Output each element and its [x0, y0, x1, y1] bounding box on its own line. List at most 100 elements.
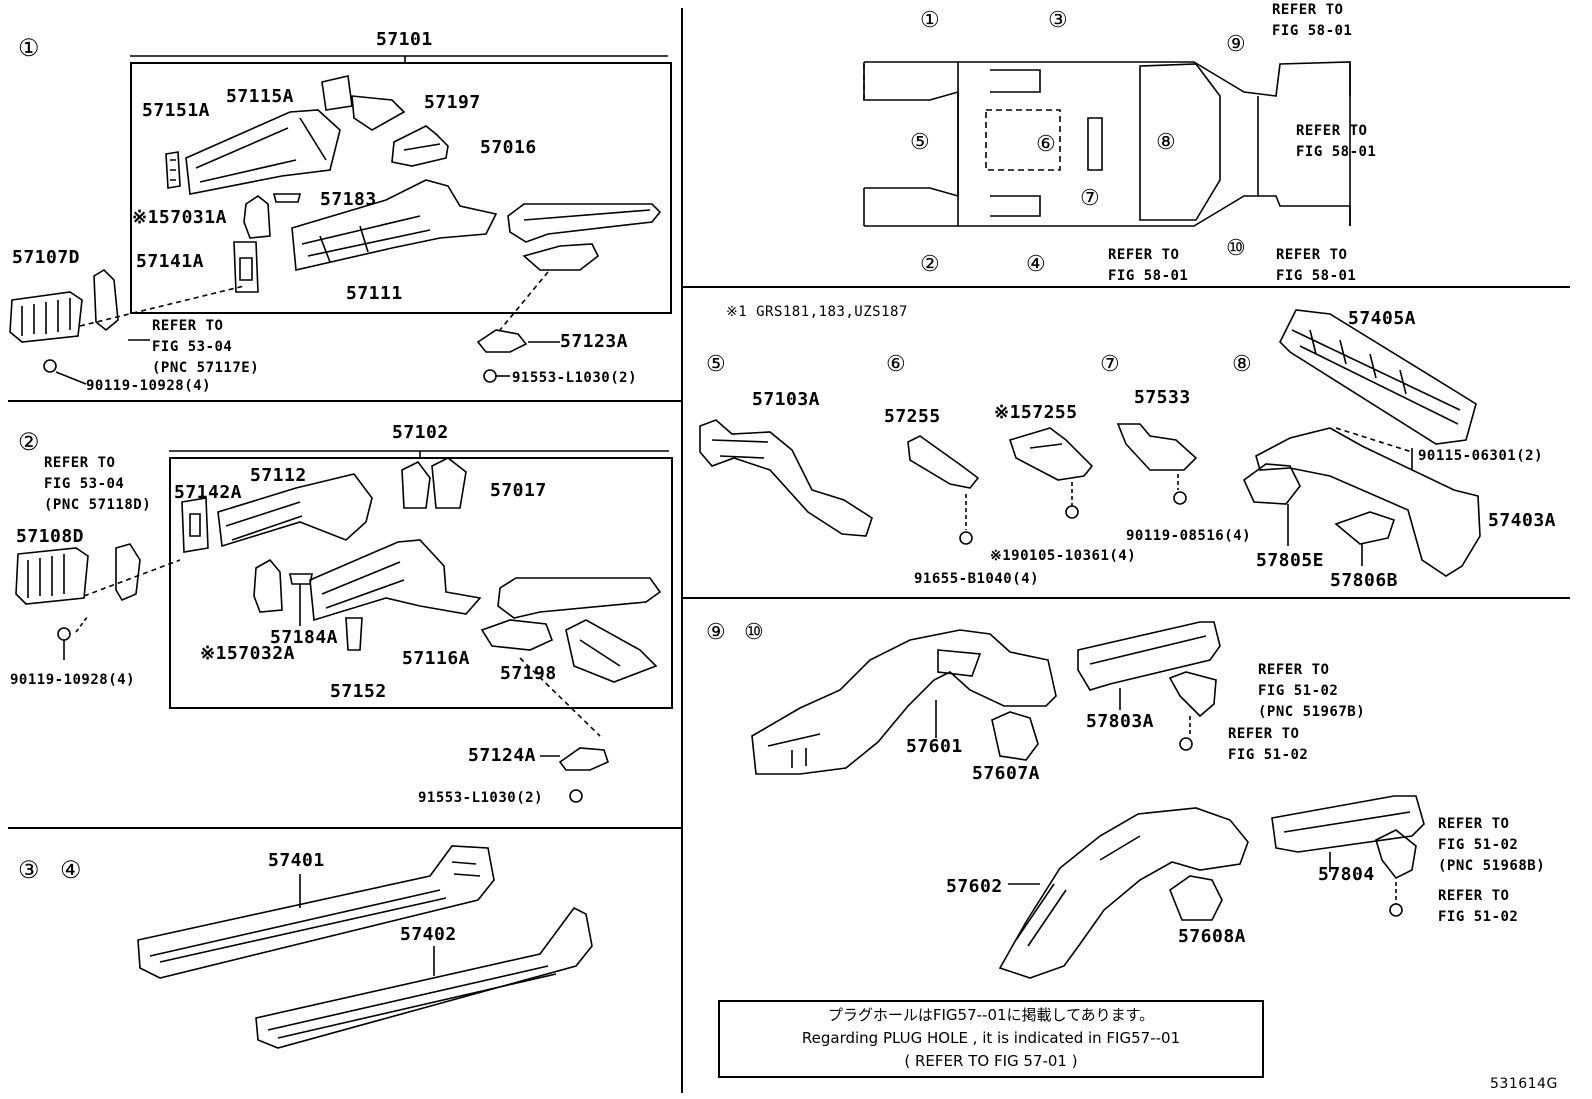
part-label-157032A[interactable]: ※157032A [200, 643, 295, 664]
bolt-90119-08516[interactable]: 90119-08516(4) [1126, 528, 1252, 544]
bolt-90119-10928-a[interactable]: 90119-10928(4) [86, 378, 212, 394]
part-label-157031A[interactable]: ※157031A [132, 207, 227, 228]
figure-code: 531614G [1490, 1076, 1558, 1092]
bolt-90115-06301[interactable]: 90115-06301(2) [1418, 448, 1544, 464]
part-label-57602[interactable]: 57602 [946, 876, 1003, 897]
part-57115A-shape [185, 109, 341, 195]
part-57017-shape [401, 457, 467, 509]
part-57806B-shape [1334, 511, 1396, 545]
part-label-57115A[interactable]: 57115A [226, 86, 295, 107]
refer-fig-58-01-b[interactable]: REFER TO FIG 58-01 [1296, 123, 1377, 160]
overview-marker-1: ① [920, 8, 940, 33]
part-label-57151A[interactable]: 57151A [142, 100, 211, 121]
mid-marker-8: ⑧ [1232, 352, 1252, 377]
refer-fig-53-04-a[interactable]: REFER TO FIG 53-04 (PNC 57117E) [152, 318, 260, 376]
refer-fig-58-01-a[interactable]: REFER TO FIG 58-01 [1272, 2, 1353, 39]
refer-fig-51-02-b[interactable]: REFER TO FIG 51-02 [1228, 726, 1309, 763]
overview-marker-7: ⑦ [1080, 186, 1100, 211]
part-label-57111[interactable]: 57111 [346, 283, 403, 304]
part-label-57184A[interactable]: 57184A [270, 627, 339, 648]
mid-marker-7: ⑦ [1100, 352, 1120, 377]
overview-marker-3: ③ [1048, 8, 1068, 33]
part-57533-shape [1116, 423, 1198, 471]
center-divider [681, 8, 683, 1093]
part-157255-shape [1008, 427, 1094, 481]
part-label-57601[interactable]: 57601 [906, 736, 963, 757]
divider-1-2 [8, 400, 681, 402]
part-label-57124A[interactable]: 57124A [468, 745, 537, 766]
overview-marker-10: ⑩ [1226, 236, 1246, 261]
part-57124A-shape [558, 747, 609, 771]
refer-fig-51-02-c[interactable]: REFER TO FIG 51-02 (PNC 51968B) [1438, 816, 1546, 874]
part-label-57803A[interactable]: 57803A [1086, 711, 1155, 732]
part-label-57806B[interactable]: 57806B [1330, 570, 1399, 591]
part-label-57198[interactable]: 57198 [500, 663, 557, 684]
refer-fig-51-02-d[interactable]: REFER TO FIG 51-02 [1438, 888, 1519, 925]
group-box-57102 [169, 457, 673, 709]
bolt-190105-10361[interactable]: ※190105-10361(4) [990, 548, 1137, 564]
part-label-57805E[interactable]: 57805E [1256, 550, 1325, 571]
notice-line-ref: ( REFER TO FIG 57-01 ) [904, 1052, 1078, 1070]
part-label-57197[interactable]: 57197 [424, 92, 481, 113]
overview-marker-8: ⑧ [1156, 130, 1176, 155]
part-label-57141A[interactable]: 57141A [136, 251, 205, 272]
part-label-57183[interactable]: 57183 [320, 189, 377, 210]
part-label-57402[interactable]: 57402 [400, 924, 457, 945]
part-label-57123A[interactable]: 57123A [560, 331, 629, 352]
part-57123A-shape [476, 329, 528, 353]
refer-fig-58-01-d[interactable]: REFER TO FIG 58-01 [1276, 247, 1357, 284]
divider-overview-mid [683, 286, 1570, 288]
part-label-57401[interactable]: 57401 [268, 850, 325, 871]
floor-overview-shape [863, 61, 1351, 227]
overview-marker-2: ② [920, 252, 940, 277]
overview-marker-6: ⑥ [1036, 132, 1056, 157]
part-label-57107D[interactable]: 57107D [12, 247, 81, 268]
part-rail2-shape [497, 577, 662, 619]
mid-marker-5: ⑤ [706, 352, 726, 377]
part-label-57101[interactable]: 57101 [376, 29, 433, 50]
part-57197-shape [321, 75, 406, 131]
part-label-57108D[interactable]: 57108D [16, 526, 85, 547]
part-label-57403A[interactable]: 57403A [1488, 510, 1557, 531]
part-57142A-shape [181, 497, 209, 553]
part-label-57608A[interactable]: 57608A [1178, 926, 1247, 947]
bolt-91655-B1040[interactable]: 91655-B1040(4) [914, 571, 1040, 587]
part-label-57102[interactable]: 57102 [392, 422, 449, 443]
part-57602-shape [998, 807, 1249, 979]
part-label-57255[interactable]: 57255 [884, 406, 941, 427]
part-label-57103A[interactable]: 57103A [752, 389, 821, 410]
part-label-57405A[interactable]: 57405A [1348, 308, 1417, 329]
part-57805E-shape [1243, 463, 1301, 505]
marker-3: ③ [18, 856, 40, 884]
overview-marker-4: ④ [1026, 252, 1046, 277]
part-label-57016[interactable]: 57016 [480, 137, 537, 158]
notice-line-jp: プラグホールはFIG57--01に掲載してあります。 [827, 1006, 1155, 1024]
part-bracket910b-shape [1375, 829, 1417, 880]
part-label-57017[interactable]: 57017 [490, 480, 547, 501]
part-bracket2-shape [480, 619, 554, 651]
part-label-57112[interactable]: 57112 [250, 465, 307, 486]
refer-fig-58-01-c[interactable]: REFER TO FIG 58-01 [1108, 247, 1189, 284]
refer-fig-53-04-b[interactable]: REFER TO FIG 53-04 (PNC 57118D) [44, 455, 152, 513]
part-57402-shape [255, 906, 593, 1049]
part-label-57142A[interactable]: 57142A [174, 482, 243, 503]
part-57198-shape [565, 619, 658, 683]
divider-2-3 [8, 827, 681, 829]
mid-marker-6: ⑥ [886, 352, 906, 377]
part-label-57116A[interactable]: 57116A [402, 648, 471, 669]
overview-marker-9: ⑨ [1226, 32, 1246, 57]
bolt-90119-10928-b[interactable]: 90119-10928(4) [10, 672, 136, 688]
part-57111-shape [291, 179, 498, 271]
marker-1: ① [18, 34, 40, 62]
part-label-157255[interactable]: ※157255 [994, 402, 1078, 423]
part-label-57152[interactable]: 57152 [330, 681, 387, 702]
part-57151A-shape [165, 151, 181, 189]
bolt-91553-L1030-b[interactable]: 91553-L1030(2) [418, 790, 544, 806]
bolt-91553-L1030-a[interactable]: 91553-L1030(2) [512, 370, 638, 386]
refer-fig-51-02-a[interactable]: REFER TO FIG 51-02 (PNC 51967B) [1258, 662, 1366, 720]
part-label-57804[interactable]: 57804 [1318, 864, 1375, 885]
part-57255-shape [907, 435, 980, 489]
part-label-57607A[interactable]: 57607A [972, 763, 1041, 784]
part-label-57533[interactable]: 57533 [1134, 387, 1191, 408]
